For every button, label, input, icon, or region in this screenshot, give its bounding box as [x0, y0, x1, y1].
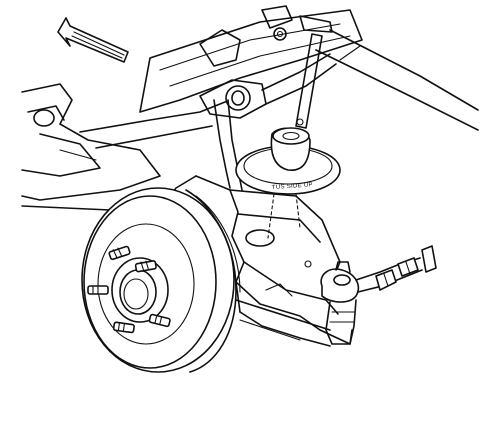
upper-frame-rail [139, 5, 479, 131]
lower-frame-rail [235, 299, 331, 341]
spring-insulator-label: TUS SIDE UP [272, 182, 313, 191]
spring-insulator: TUS SIDE UP [235, 127, 341, 195]
tie-rod-end [320, 261, 360, 345]
tie-rod [355, 245, 437, 293]
frame-crossmember [21, 83, 231, 211]
upper-control-arm [199, 53, 337, 191]
direction-arrow-icon [57, 17, 129, 63]
alignment-line [267, 193, 301, 239]
lug-stud-icon [87, 245, 171, 334]
shock-absorber-rod [295, 15, 333, 129]
